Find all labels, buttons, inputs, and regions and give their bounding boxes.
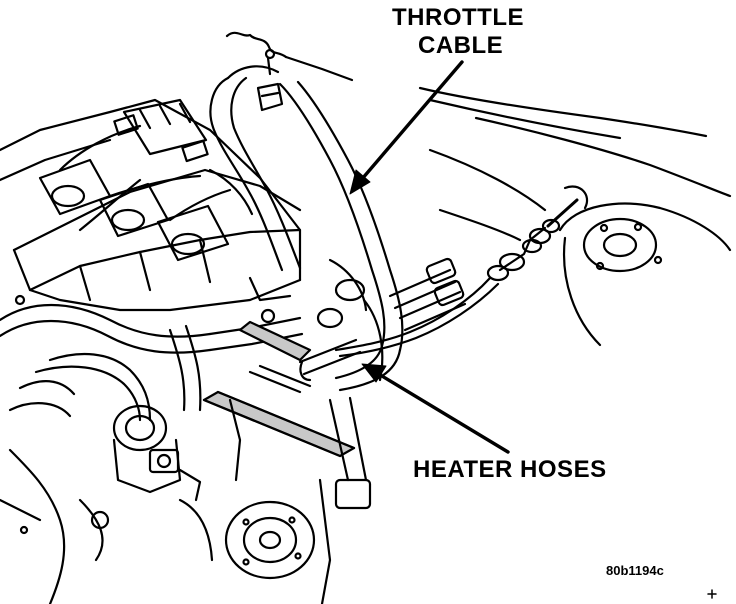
coolant-pipe — [202, 320, 372, 510]
hose-clip-top — [256, 48, 284, 112]
engine-block — [0, 258, 384, 604]
heater-hose-couplers — [298, 257, 467, 382]
intake-manifold — [0, 304, 304, 422]
throttle-cable-label-line1: THROTTLE — [392, 4, 524, 31]
heater-hose-loop — [209, 65, 404, 392]
throttle-body — [112, 404, 202, 502]
figure-code: 80b1194c — [606, 563, 664, 578]
spark-plug-wires — [58, 124, 254, 232]
crank-pulley — [224, 500, 316, 580]
corner-mark — [707, 589, 717, 599]
throttle-cable-arrowhead — [349, 169, 371, 195]
throttle-cable-run — [334, 276, 500, 358]
strut-tower — [558, 202, 732, 347]
throttle-cable-leader — [354, 60, 464, 188]
throttle-cable-label-line2: CABLE — [418, 32, 504, 59]
heater-hoses-leader — [370, 368, 510, 454]
ignition-coils — [38, 98, 230, 262]
callout-arrows — [354, 60, 510, 454]
firewall-panel — [418, 86, 732, 242]
heater-hoses-label: HEATER HOSES — [413, 456, 607, 483]
throttle-cable-firewall-end — [486, 185, 589, 282]
heater-hoses-arrowhead — [361, 363, 387, 383]
wire-squiggle — [225, 31, 288, 59]
